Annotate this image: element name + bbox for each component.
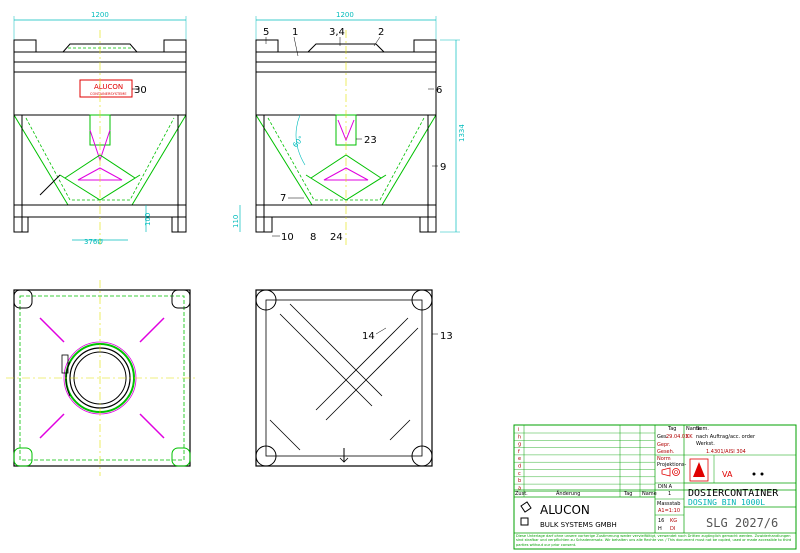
revision-row-label: i (518, 427, 519, 433)
meta-name-label: Name (686, 426, 701, 432)
revision-row-label: a (518, 485, 521, 491)
side-label-8: 8 (310, 232, 316, 243)
angle-dim: 60° (291, 135, 305, 150)
rev-header-zust: Zust. (515, 491, 528, 497)
meta-din-size: 1 (668, 491, 671, 497)
plan-view (6, 280, 198, 476)
bottom-view: 14 13 (255, 289, 453, 467)
outlet-height-dim: 100 (144, 213, 152, 226)
side-label-24: 24 (330, 232, 343, 243)
meta-ges-date: 29.04.03 (666, 434, 688, 440)
drawing-number: SLG 2027/6 (706, 516, 778, 530)
meta-projection-label: Projektions- (657, 462, 686, 468)
side-width-dim: 1200 (336, 11, 354, 19)
va-text: VA (722, 470, 733, 479)
company-logo-icon (520, 501, 532, 526)
rev-header-date: Tag (623, 491, 632, 497)
meta-bem-label: Bem. (696, 426, 709, 432)
revision-row-label: c (518, 471, 521, 477)
side-label-10: 10 (281, 232, 294, 243)
meta-sheet1: 16 (658, 518, 664, 524)
rev-header-change: Änderung (556, 490, 580, 497)
meta-bem-text: nach Auftrag/acc. order (696, 434, 756, 440)
height-dim: 1334 (458, 124, 466, 142)
title-de: DOSIERCONTAINER (688, 488, 779, 499)
meta-gesehen-label: Geseh. (657, 449, 675, 455)
meta-sheet1-val: KG (670, 518, 677, 524)
side-label-9: 9 (440, 162, 446, 173)
front-label-30: 30 (134, 85, 147, 96)
company-subname: BULK SYSTEMS GMBH (540, 521, 617, 529)
side-label-1: 1 (292, 27, 298, 38)
meta-sheet2-val: DI (670, 526, 675, 532)
side-label-5: 5 (263, 27, 269, 38)
side-view: 1200 60° 1334 110 5 (232, 11, 466, 245)
side-small-dim: 110 (232, 215, 240, 228)
meta-ges-name: KK (686, 434, 693, 440)
outlet-dia-dim: 376Ø (84, 238, 103, 246)
revision-row-label: b (518, 478, 521, 484)
side-label-3-4: 3,4 (329, 27, 345, 38)
revision-row-label: g (518, 442, 521, 448)
front-view: 1200 ALUCON CONTAINERSYSTEME 30 (13, 11, 187, 246)
logo-plate-subtext: CONTAINERSYSTEME (90, 92, 127, 96)
meta-werkstoff: 1.4301/AISI 304 (706, 449, 746, 455)
meta-norm-label: Norm (657, 456, 671, 462)
meta-werkstoff-label: Werkst. (696, 441, 715, 447)
side-label-2: 2 (378, 27, 384, 38)
legal-footer: Diese Unterlage darf ohne unsere vorheri… (516, 534, 792, 547)
revision-row-label: e (518, 456, 521, 462)
meta-sheet2: H (658, 526, 662, 532)
meta-ges-label: Ges. (657, 434, 669, 440)
side-label-6: 6 (436, 85, 442, 96)
meta-massstab: A1=1:10 (658, 508, 680, 514)
company-name: ALUCON (540, 503, 590, 517)
revision-row-label: h (518, 434, 521, 440)
logo-plate-text: ALUCON (94, 83, 123, 91)
revision-row-label: d (518, 464, 521, 470)
bottom-label-14: 14 (362, 331, 375, 342)
meta-tag-label: Tag (667, 426, 676, 432)
meta-din-label: DIN A (658, 484, 673, 490)
meta-gepr-label: Gepr. (657, 442, 671, 448)
side-label-23: 23 (364, 135, 377, 146)
side-label-7: 7 (280, 193, 286, 204)
revision-row-label: f (518, 449, 520, 455)
meta-massstab-label: Massstab (657, 501, 680, 507)
title-en: DOSING BIN 1000L (688, 498, 765, 507)
front-width-dim: 1200 (91, 11, 109, 19)
bottom-label-13: 13 (440, 331, 453, 342)
rev-header-name: Name (642, 491, 657, 497)
